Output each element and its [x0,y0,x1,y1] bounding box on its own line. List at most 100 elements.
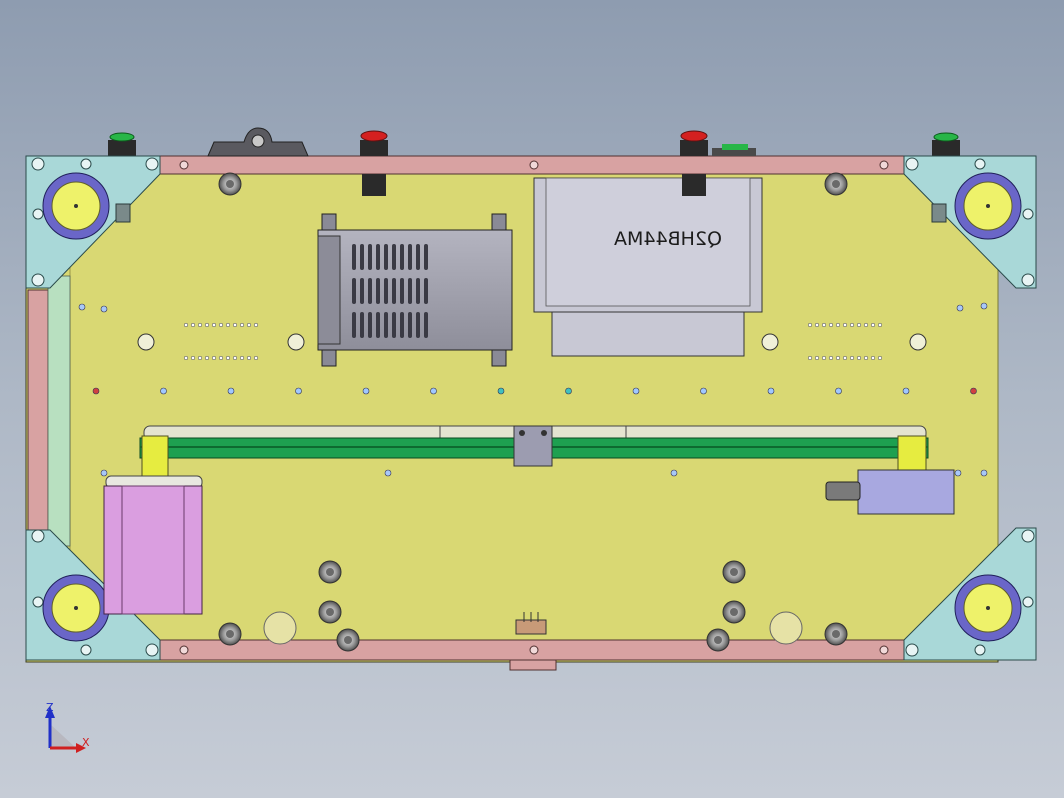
hole [956,304,964,312]
cooling-slot [416,312,420,338]
hole [767,387,775,395]
cooling-slot [360,312,364,338]
cooling-slot [400,312,404,338]
hole [700,387,707,395]
green-button-right[interactable] [932,132,960,156]
hole [828,355,834,361]
hole [197,322,203,328]
cooling-slot [368,244,372,270]
cooling-slots [352,244,428,338]
cooling-slot [376,244,380,270]
cooling-slot [392,244,396,270]
hole [190,322,196,328]
mounting-holes [78,302,988,477]
cooling-slot [352,278,356,304]
hole [856,322,862,328]
hole [632,387,640,395]
hole [232,355,238,361]
standoff-center [226,630,234,638]
hole [218,322,224,328]
hole [670,469,678,477]
cooling-slot [400,244,404,270]
hole [253,322,259,328]
hole [190,355,196,361]
driver-box: Q2HB44MA [533,176,763,357]
cooling-slot [400,278,404,304]
cooling-slot [360,244,364,270]
driver-part-label: Q2HB44MA [614,228,722,250]
hole [863,322,869,328]
standoff-center [344,636,352,644]
cooling-slot [424,278,428,304]
hole [227,387,235,395]
standoff-center [832,180,840,188]
standoff-center [730,568,738,576]
cooling-slot [408,244,412,270]
cooling-slot [384,312,388,338]
hole [970,387,977,395]
hole [877,322,883,328]
cooling-slot [352,312,356,338]
hole [384,469,392,477]
coordinate-triad: Z X [45,701,90,753]
cooling-slot [392,312,396,338]
hole [211,355,217,361]
hole [239,355,245,361]
hole [246,322,252,328]
z-axis-label: Z [46,701,54,714]
hole [863,355,869,361]
foot-bottom-left [42,574,110,642]
foot-top-right [954,172,1022,240]
hole [100,305,108,313]
cooling-slot [352,244,356,270]
hole [78,303,86,311]
hole [954,469,962,477]
hole [183,355,189,361]
hole [160,387,167,395]
hole [232,322,238,328]
hole [807,355,813,361]
foot-top-left [42,172,110,240]
hole [821,355,827,361]
red-button-left[interactable] [360,130,388,196]
cooling-slot [392,278,396,304]
bottom-rail [159,639,905,671]
top-rail [159,155,905,175]
cooling-slot [424,312,428,338]
hole [253,355,259,361]
standoff-center [326,568,334,576]
left-rail [27,275,71,547]
standoff-center [714,636,722,644]
standoff-center [730,608,738,616]
foot-bottom-right [954,574,1022,642]
cooling-slot [408,278,412,304]
hole [497,387,505,395]
hole [204,355,210,361]
cooling-slot [424,244,428,270]
hole [849,355,855,361]
standoff-center [226,180,234,188]
bottom-lugs [263,611,803,645]
hole [565,387,572,395]
top-handle [207,127,309,157]
stepper-motor [103,475,203,615]
hole [225,355,231,361]
hole [204,322,210,328]
cooling-slot [376,278,380,304]
cooling-slot [376,312,380,338]
cooling-slot [416,278,420,304]
cooling-slot [384,244,388,270]
hole [239,322,245,328]
hole [197,355,203,361]
hole [828,322,834,328]
hole [842,355,848,361]
hole [814,355,820,361]
cooling-slot [384,278,388,304]
green-button-left[interactable] [108,132,136,156]
standoff-center [832,630,840,638]
hole [835,387,842,395]
hole [218,355,224,361]
green-indicator-mount [712,144,756,156]
